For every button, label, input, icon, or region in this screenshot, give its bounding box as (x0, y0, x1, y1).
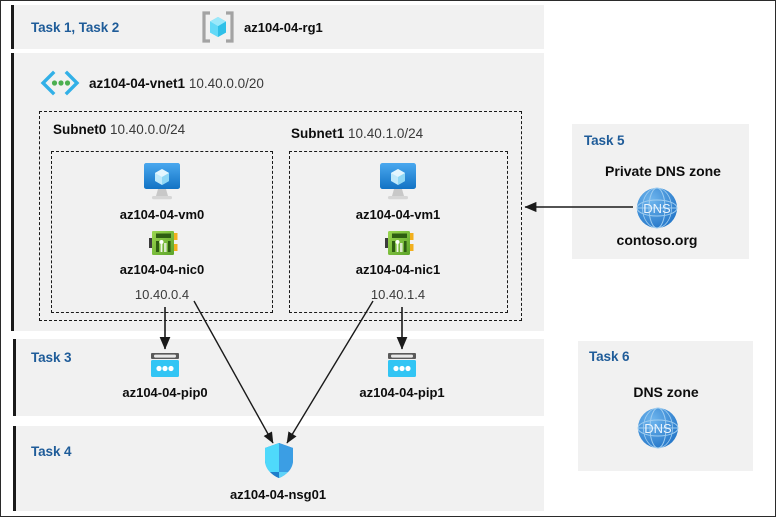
vnet-title: az104-04-vnet1 10.40.0.0/20 (89, 76, 264, 91)
subnet-0-prefix: 10.40.0.0/24 (110, 122, 186, 137)
subnet-1-box (289, 151, 508, 313)
network-interface-icon (384, 229, 414, 257)
dns-zone-icon: DNS (635, 186, 679, 230)
panel-task-6 (578, 341, 753, 471)
network-interface-icon (148, 229, 178, 257)
task-label-3: Task 3 (31, 350, 72, 365)
subnet-0-title: Subnet0 10.40.0.0/24 (53, 122, 185, 137)
pip-1-name: az104-04-pip1 (359, 385, 445, 400)
task-label-6: Task 6 (589, 349, 630, 364)
subnet-1-title: Subnet1 10.40.1.0/24 (291, 126, 423, 141)
public-ip-address-icon (148, 351, 182, 381)
vnet-address-space: 10.40.0.0/20 (188, 76, 264, 91)
task-label-5: Task 5 (584, 133, 625, 148)
panel-task-1-2 (11, 5, 544, 49)
nsg-name: az104-04-nsg01 (229, 487, 327, 502)
private-dns-zone-heading: Private DNS zone (605, 163, 721, 179)
vm-1-name: az104-04-vm1 (355, 207, 441, 222)
nic-0-name: az104-04-nic0 (119, 262, 205, 277)
svg-text:DNS: DNS (643, 201, 671, 216)
resource-group-name: az104-04-rg1 (244, 20, 323, 35)
svg-text:DNS: DNS (644, 421, 672, 436)
public-ip-address-icon (385, 351, 419, 381)
virtual-machine-icon (140, 161, 184, 201)
subnet-1-prefix: 10.40.1.0/24 (348, 126, 424, 141)
task-label-1-2: Task 1, Task 2 (31, 20, 120, 35)
virtual-machine-icon (376, 161, 420, 201)
panel-task-3 (13, 339, 544, 416)
panel-vnet (11, 53, 544, 331)
nic-1-private-ip: 10.40.1.4 (370, 287, 426, 302)
subnet-0-name: Subnet0 (53, 122, 107, 137)
vm-0-name: az104-04-vm0 (119, 207, 205, 222)
dns-zone-heading: DNS zone (633, 384, 699, 400)
network-security-group-icon (263, 442, 295, 480)
virtual-network-icon (39, 70, 81, 96)
dns-zone-icon: DNS (636, 406, 680, 450)
subnets-container (39, 111, 522, 321)
pip-0-name: az104-04-pip0 (122, 385, 208, 400)
private-dns-zone-name: contoso.org (616, 232, 698, 248)
nic-0-private-ip: 10.40.0.4 (134, 287, 190, 302)
subnet-1-name: Subnet1 (291, 126, 345, 141)
resource-group-icon (201, 11, 235, 43)
task-label-4: Task 4 (31, 444, 72, 459)
nic-1-name: az104-04-nic1 (355, 262, 441, 277)
subnet-0-box (51, 151, 273, 313)
vnet-name: az104-04-vnet1 (89, 76, 186, 91)
